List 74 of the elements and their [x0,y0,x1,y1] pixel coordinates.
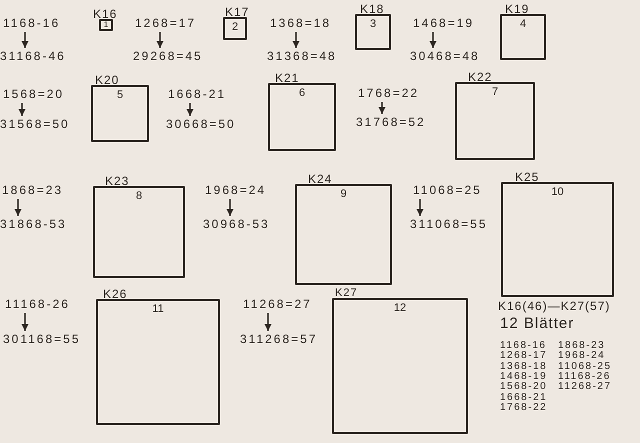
date-equation: 31368=48 [267,50,337,63]
date-equation: 31768=52 [356,116,426,129]
date-equation: 11168-26 [5,298,70,311]
square-number: 2 [232,22,238,33]
date-equation: 1368=18 [270,17,332,30]
date-sum-entry: 1568-20 [500,381,548,392]
date-sum-entry: 11268-27 [558,381,612,392]
date-sum-entry: 1168-16 [500,340,546,351]
square-label: K22 [468,71,492,83]
arrow [416,199,424,216]
square-number: 6 [298,88,306,99]
arrow [18,103,26,116]
date-equation: 1968=24 [205,184,266,197]
square-number: 10 [551,187,564,198]
arrow [292,32,300,48]
date-sum-entry: 1968-24 [558,350,606,362]
arrow [186,103,194,116]
square-number: 11 [152,304,164,315]
arrow [22,313,28,331]
date-sum-entry: 1768-22 [500,402,548,413]
date-sum-entry: 1468-19 [500,370,548,382]
date-equation: 1668-21 [168,88,226,101]
square-label: K24 [308,173,332,185]
arrow [226,199,234,216]
square-number: 9 [340,189,347,200]
arrow [430,32,436,48]
sheet-count-note: 12 Blätter [500,316,574,332]
square-label: K20 [95,74,120,86]
date-equation: 30468=48 [410,50,480,63]
date-equation: 31868-53 [0,218,67,231]
date-equation: 31168-46 [0,50,66,63]
arrow [22,32,28,48]
square-number: 12 [394,303,406,314]
square-label: K26 [103,288,128,300]
arrow [156,32,164,48]
date-equation: 301168=55 [3,333,81,346]
square-number: 8 [136,191,142,202]
square-label: K18 [360,3,384,15]
square-label: K19 [505,3,530,15]
square-label: K21 [275,72,300,84]
range-heading: K16(46)—K27(57) [498,300,610,313]
date-equation: 1868=23 [2,184,64,197]
square-label: K16 [93,8,118,20]
date-equation: 31568=50 [0,118,70,131]
date-sum-entry: 1268-17 [500,350,548,362]
date-equation: 30968-53 [203,218,270,231]
square-label: K27 [335,288,358,299]
date-sum-entry: 1368-18 [500,360,548,372]
date-equation: 11268=27 [243,298,312,311]
date-equation: 30668=50 [166,118,236,131]
square-number: 3 [370,19,376,30]
square-number: 1 [104,21,108,29]
date-equation: 11068=25 [413,184,482,197]
date-equation: 1168-16 [3,17,60,30]
square-number: 4 [520,19,526,30]
date-sum-entry: 1668-21 [500,392,548,402]
date-sum-entry: 11168-26 [558,370,611,382]
square-label: K23 [105,175,130,187]
square-number: 5 [116,90,124,101]
square-label: K25 [515,171,540,183]
arrow [14,199,22,216]
date-equation: 311068=55 [410,218,488,231]
square-label: K17 [225,6,250,18]
date-equation: 1768=22 [358,87,420,100]
date-sum-entry: 11068-25 [558,360,612,372]
date-equation: 29268=45 [133,50,203,63]
square-number: 7 [492,87,498,98]
date-equation: 311268=57 [240,333,318,346]
arrow [264,313,272,331]
date-sum-entry: 1868-23 [558,340,606,351]
date-equation: 1568=20 [3,88,64,101]
date-equation: 1468=19 [413,17,474,30]
date-equation: 1268=17 [135,17,196,30]
arrow [378,102,386,114]
